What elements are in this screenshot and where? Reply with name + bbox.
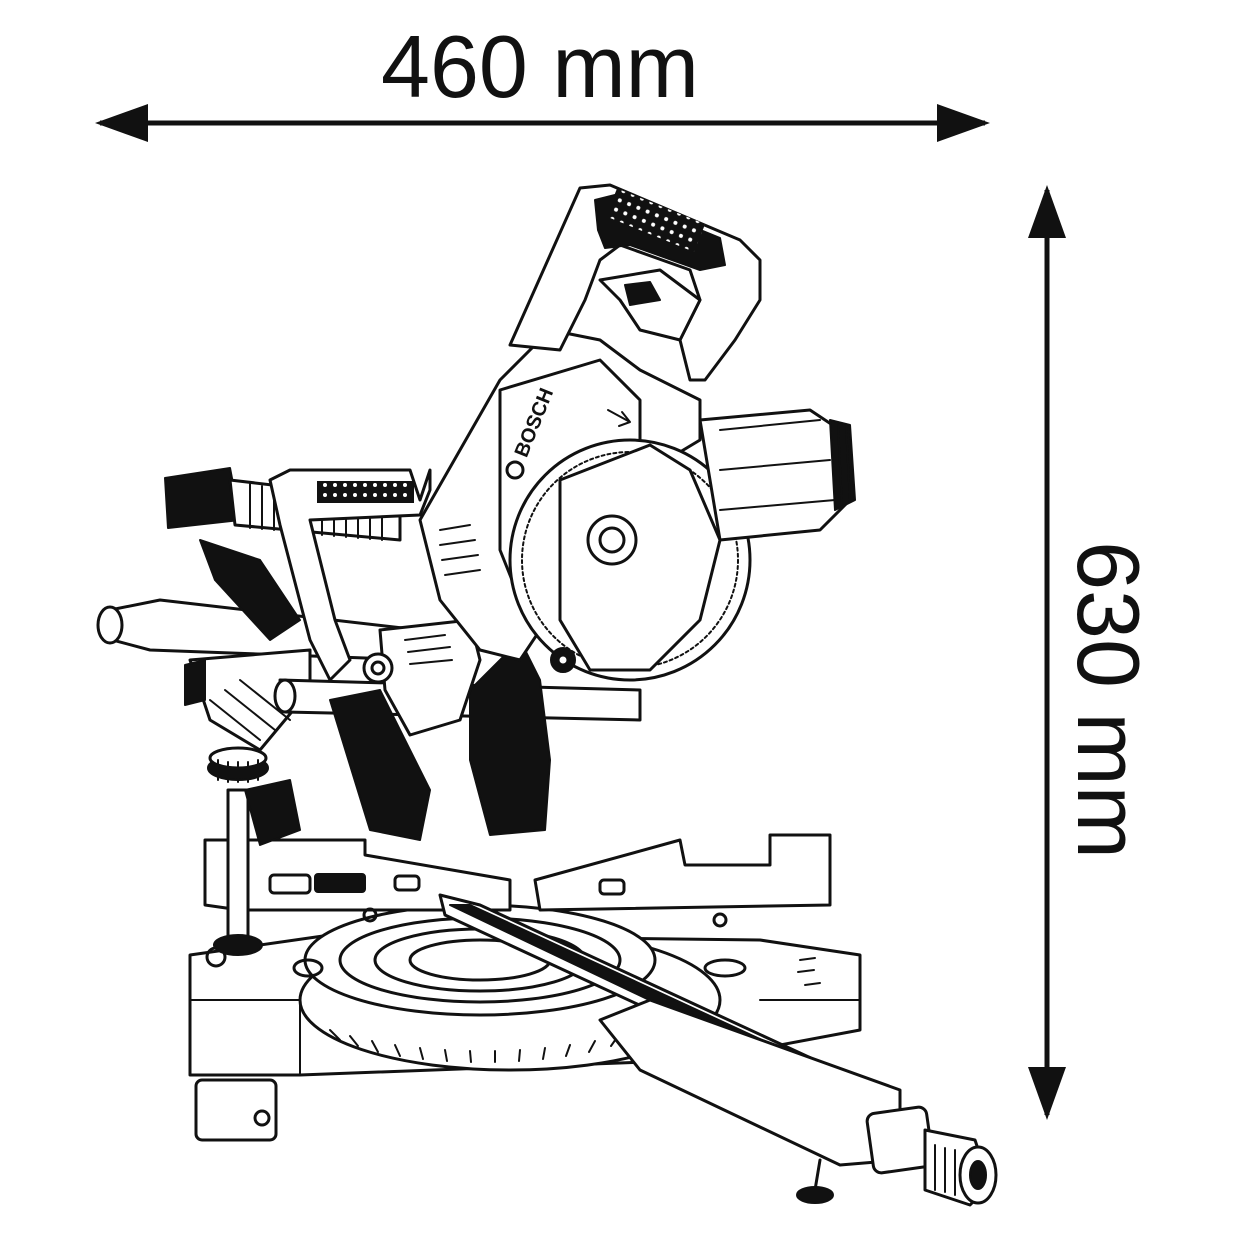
width-dimension: 460 mm [95, 17, 990, 142]
bevel-hinge [244, 618, 551, 846]
width-label: 460 mm [381, 17, 699, 116]
carry-handle [268, 468, 432, 682]
saw-head: BOSCH [418, 183, 856, 682]
height-arrow-top-head [1028, 185, 1066, 238]
height-label: 630 mm [1059, 541, 1158, 859]
extension-rail [438, 893, 998, 1207]
saw-fence [203, 833, 832, 928]
miter-saw-illustration: BOSCH [96, 183, 998, 1207]
height-dimension: 630 mm [1028, 185, 1158, 1120]
height-arrow-bottom-head [1028, 1067, 1066, 1120]
width-arrow-right-head [937, 104, 990, 142]
depth-stop-knob [207, 746, 269, 956]
width-arrow-left-head [95, 104, 148, 142]
